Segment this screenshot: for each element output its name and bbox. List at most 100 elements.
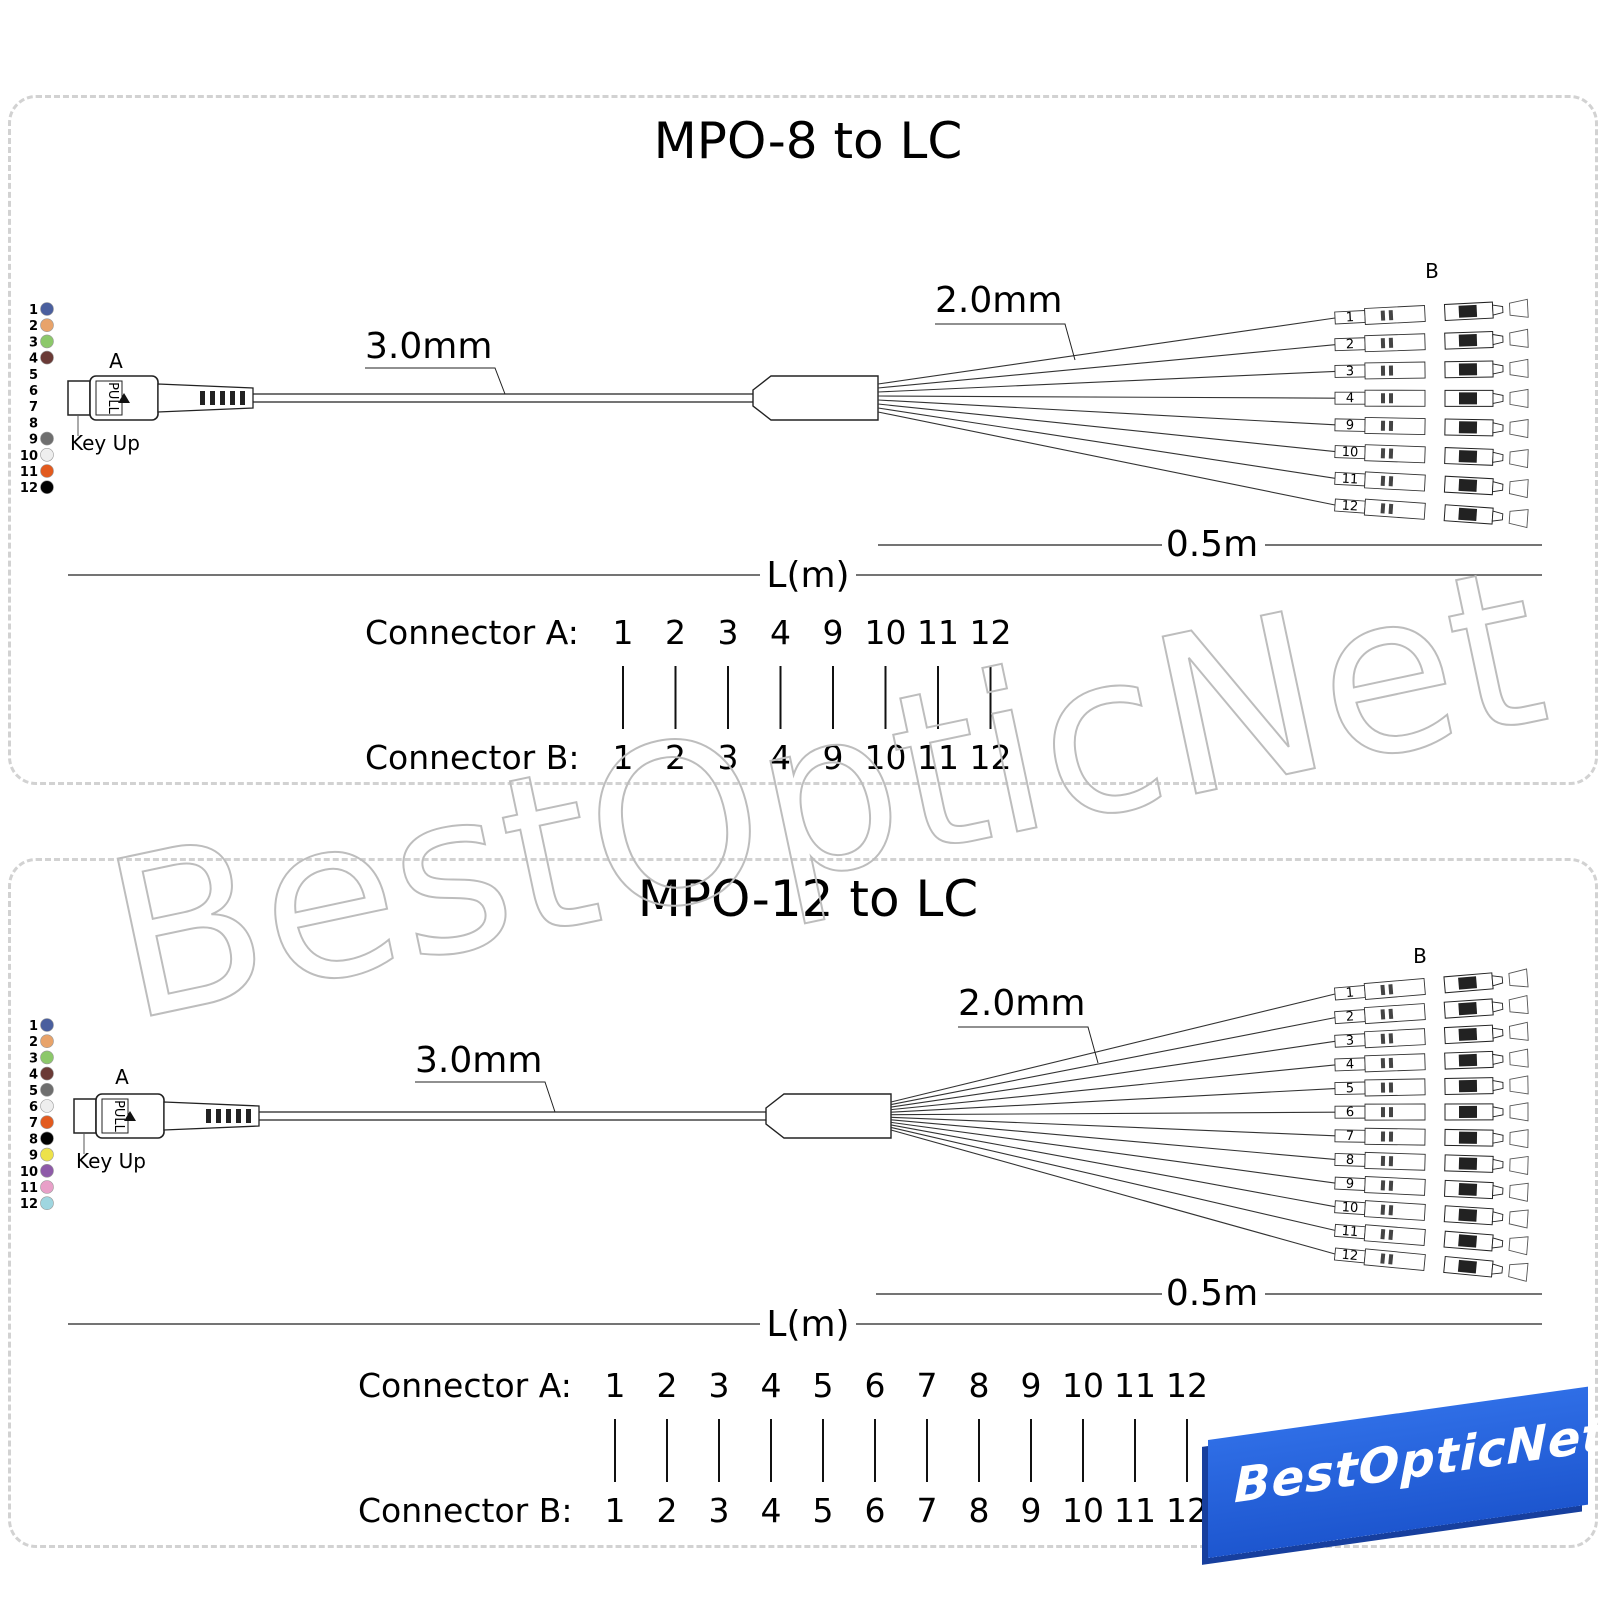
lc-grip: [1380, 1058, 1386, 1069]
legend-color-dot: [40, 1115, 54, 1129]
lc-grip: [1380, 338, 1386, 349]
legend-color-dot: [40, 1147, 54, 1162]
lc-fiber-number: 1: [1345, 985, 1355, 1001]
lc-grip: [1380, 1082, 1386, 1093]
breakout-fiber: [890, 1116, 1336, 1137]
legend-color-dot: [40, 1083, 54, 1097]
legend-color-dot: [40, 350, 54, 365]
lc-connector: 1: [1334, 298, 1529, 325]
legend-fiber-number: 3: [29, 335, 38, 350]
lc-grip: [1388, 393, 1394, 404]
lc-fiber-number: 10: [1341, 445, 1358, 461]
legend-color-dot: [40, 318, 54, 333]
lc-ferrule: [1492, 1053, 1504, 1065]
legend-color-dot: [40, 302, 54, 316]
lc-body: [1363, 978, 1426, 1000]
lc-connector: 4: [1334, 1048, 1529, 1073]
connector-b-pin: 12: [970, 738, 1012, 777]
lc-dust-cap: [1509, 1182, 1529, 1202]
lc-latch: [1458, 976, 1478, 990]
boot-rib: [240, 391, 245, 405]
breakout-fiber: [890, 1040, 1336, 1108]
connector-a-label: A: [115, 1065, 129, 1089]
lc-ferrule: [1492, 481, 1504, 493]
lc-dust-cap: [1509, 419, 1529, 439]
lc-dust-cap: [1508, 1209, 1529, 1229]
lc-fiber-number: 12: [1341, 1248, 1359, 1265]
legend-fiber-number: 12: [20, 481, 38, 496]
lc-dust-cap: [1508, 1262, 1529, 1282]
lc-dust-cap: [1508, 479, 1529, 499]
total-length-label: L(m): [766, 1304, 849, 1345]
connector-b-pin: 4: [770, 738, 791, 777]
connector-a-pin: 1: [605, 1366, 626, 1405]
lc-dust-cap: [1509, 1155, 1529, 1176]
total-length-label: L(m): [766, 555, 849, 596]
lc-body: [1364, 1053, 1426, 1073]
lc-grip: [1388, 503, 1394, 515]
lc-grip: [1388, 420, 1394, 431]
breakout-fiber: [877, 399, 1336, 426]
lc-grip: [1380, 475, 1386, 486]
lc-latch: [1458, 478, 1478, 492]
lc-dust-cap: [1509, 1075, 1529, 1095]
breakout-fiber: [890, 1126, 1336, 1231]
mpo-ferrule: [73, 1098, 97, 1134]
lc-grip: [1388, 1180, 1394, 1191]
breakout-fiber: [877, 344, 1336, 389]
lc-grip: [1380, 984, 1386, 996]
connector-b-pinout-label: Connector B:: [358, 1491, 572, 1530]
lc-fiber-number: 2: [1345, 1009, 1354, 1025]
connector-b-pin: 12: [1166, 1491, 1208, 1530]
connector-a-pin: 4: [761, 1366, 782, 1405]
lc-grip: [1388, 984, 1394, 995]
lc-grip: [1388, 365, 1394, 376]
breakout-boot: [752, 375, 879, 421]
lc-grip: [1380, 1009, 1386, 1020]
breakout-diameter-label: 2.0mm: [935, 280, 1062, 321]
lc-grip: [1380, 365, 1386, 376]
lc-body: [1364, 1078, 1426, 1097]
legend-color-dot: [40, 464, 54, 478]
lc-ferrule: [1491, 510, 1504, 522]
lc-connector: 11: [1334, 471, 1529, 499]
diagram-panel-mpo8: [8, 95, 1598, 785]
connector-a-pin: 2: [665, 613, 686, 652]
connector-a-pin: 11: [917, 613, 959, 652]
lc-ferrule: [1492, 1158, 1504, 1170]
connector-b-pin: 4: [761, 1491, 782, 1530]
lc-dust-cap: [1509, 358, 1529, 378]
lc-grip: [1380, 1155, 1386, 1167]
breakout-fiber: [890, 1111, 1336, 1116]
lc-connector: 9: [1334, 416, 1529, 439]
legend-fiber-number: 7: [29, 1116, 38, 1131]
connector-b-pinout-label: Connector B:: [365, 738, 579, 777]
lc-dust-cap: [1508, 1021, 1529, 1041]
lc-fiber-number: 10: [1341, 1200, 1358, 1216]
lc-grip: [1388, 1008, 1394, 1019]
lc-fiber-number: 9: [1345, 1177, 1354, 1192]
boot-rib: [236, 1109, 241, 1123]
lc-latch: [1458, 1079, 1478, 1093]
legend-color-dot: [40, 1018, 54, 1032]
lc-grip: [1388, 448, 1394, 459]
lc-connector: 3: [1334, 1021, 1529, 1049]
key-up-label: Key Up: [76, 1149, 146, 1173]
lc-fiber-number: 8: [1346, 1153, 1355, 1168]
legend-fiber-number: 1: [29, 1019, 38, 1034]
connector-a-pin: 4: [770, 613, 791, 652]
lc-connector: 2: [1334, 328, 1529, 352]
breakout-fiber: [877, 403, 1336, 453]
connector-b-pin: 9: [823, 738, 844, 777]
lc-connector: 8: [1334, 1151, 1529, 1176]
breakout-fiber: [890, 1121, 1336, 1184]
lc-dust-cap: [1509, 388, 1529, 408]
lc-latch: [1458, 1208, 1478, 1222]
connector-a-pin: 12: [1166, 1366, 1208, 1405]
legend-fiber-number: 6: [29, 384, 38, 399]
lc-connector: 2: [1334, 995, 1529, 1025]
key-arrow-icon: [124, 1111, 136, 1121]
legend-color-dot: [40, 334, 54, 349]
lc-latch: [1457, 1259, 1477, 1274]
boot-rib: [210, 391, 215, 405]
